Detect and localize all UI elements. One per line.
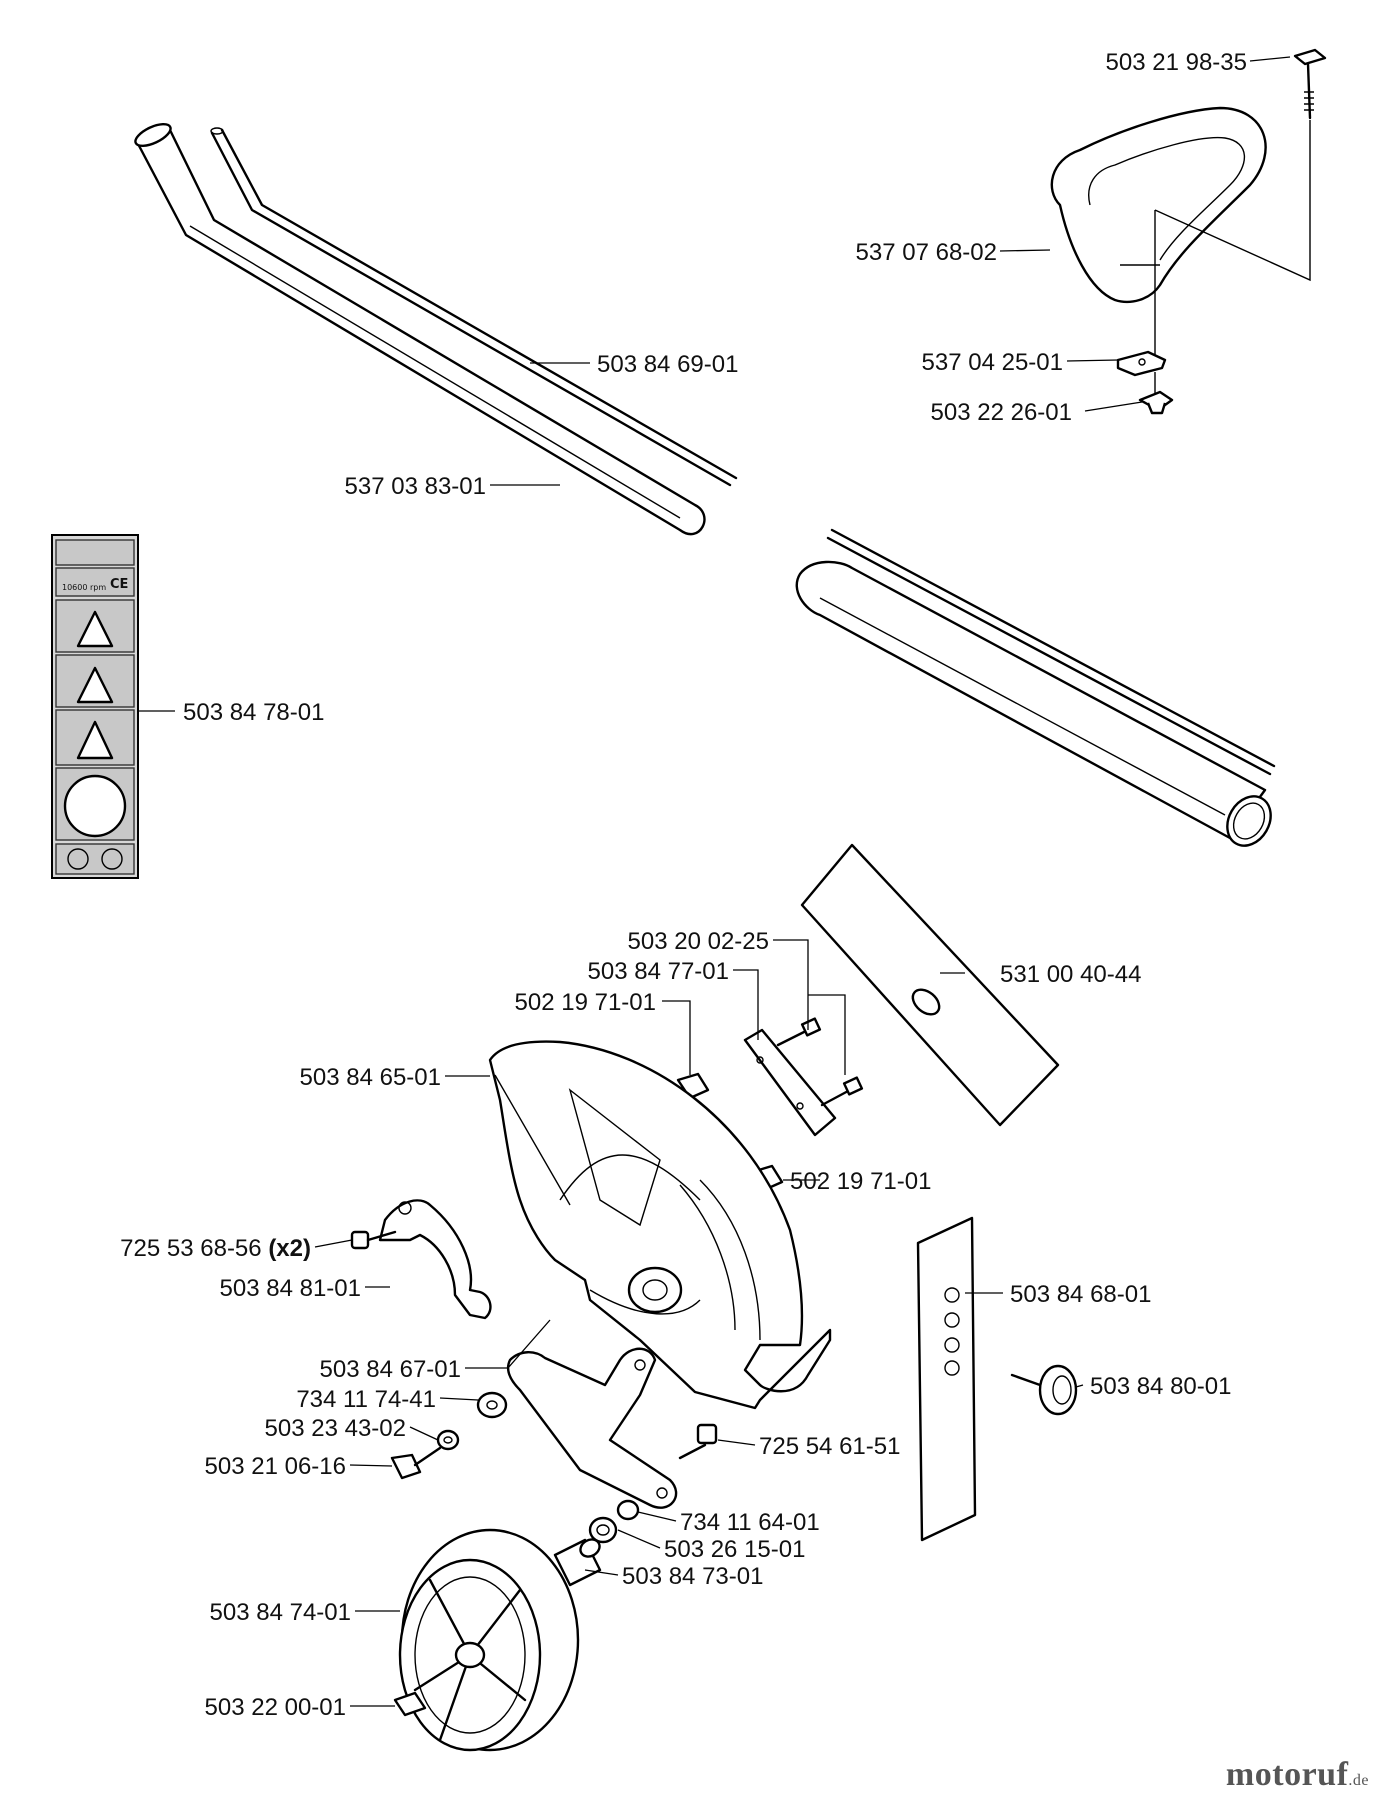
label-washer-c: 734 11 64-01 [680,1509,820,1536]
safety-distance-icon [63,774,127,838]
edging-plate [916,1216,977,1542]
label-clamp: 503 84 81-01 [220,1275,361,1302]
arm-screw [678,1423,718,1460]
label-arm-bolt: 503 21 06-16 [205,1453,346,1480]
label-bearing: 503 26 15-01 [664,1536,805,1563]
warning-decal: 10600 rpm CE [51,534,139,879]
label-edging-plate: 503 84 68-01 [1010,1281,1151,1308]
decal-ce-mark: CE [110,577,128,592]
tube-clamp [378,1199,492,1320]
loop-handle [1050,106,1267,304]
label-tube: 537 03 83-01 [345,473,486,500]
blade-screw-2 [820,1076,864,1107]
blade-guard [488,1040,832,1410]
label-knob: 503 84 80-01 [1090,1373,1231,1400]
handle-clamp [1116,350,1167,377]
label-square-nut-b: 502 19 71-01 [790,1168,931,1195]
spacer [553,1538,602,1587]
label-bolt-top: 503 21 98-35 [1106,49,1247,76]
ear-protection-icon [67,848,89,870]
clamp-screw [350,1230,397,1250]
label-washer-a: 734 11 74-41 [296,1386,436,1413]
label-guard: 503 84 65-01 [300,1064,441,1091]
label-washer-b: 503 23 43-02 [265,1415,406,1442]
washer-b [436,1429,460,1451]
label-handle-clamp: 537 04 25-01 [922,349,1063,376]
washer-a [476,1391,508,1419]
arm-bolt [390,1446,442,1480]
wheel [398,1528,580,1752]
label-wheel-nut: 503 22 00-01 [205,1694,346,1721]
label-square-nut-a: 502 19 71-01 [515,989,656,1016]
blade-plate [743,1028,837,1137]
label-arm-screw: 725 54 61-51 [759,1433,900,1460]
blade-screw-1 [776,1017,822,1047]
warning-triangle-icon [76,720,114,760]
handle-bolt [1293,48,1327,120]
edger-blade [800,843,1060,1127]
adjust-knob [1010,1364,1078,1416]
label-blade: 531 00 40-44 [1000,961,1141,988]
lower-tube-assembly [795,528,1276,847]
warning-triangle-icon [76,610,114,648]
label-clamp-screw: 725 53 68-56 (x2) [120,1235,311,1262]
leader-lines [138,56,1291,1707]
bearing [588,1516,618,1544]
wing-nut [1138,390,1174,415]
watermark-logo: motoruf.de [1225,1756,1369,1793]
label-drive-shaft: 503 84 69-01 [597,351,738,378]
label-blade-screw: 503 20 02-25 [628,928,769,955]
decal-rpm-text: 10600 rpm [62,583,106,592]
washer-c [616,1499,640,1521]
label-plate: 503 84 77-01 [588,958,729,985]
label-decal: 503 84 78-01 [183,699,324,726]
part-labels: 503 21 98-35 537 07 68-02 537 04 25-01 5… [120,49,1247,1721]
label-wheel: 503 84 74-01 [210,1599,351,1626]
label-handle: 537 07 68-02 [856,239,997,266]
upper-tube-assembly [134,122,738,536]
warning-triangle-icon [76,666,114,704]
label-arm: 503 84 67-01 [320,1356,461,1383]
wheel-arm [506,1347,678,1509]
label-wing-nut: 503 22 26-01 [931,399,1072,426]
eye-protection-icon [101,848,123,870]
wheel-nut [393,1691,427,1717]
label-spacer: 503 84 73-01 [622,1563,763,1590]
